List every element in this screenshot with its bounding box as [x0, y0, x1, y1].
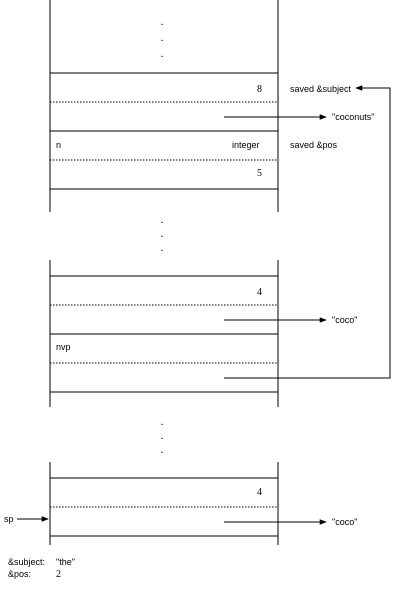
ellipsis-dot: . — [161, 48, 164, 60]
ellipsis-dot: . — [161, 32, 164, 44]
frame-2: . . . 4 "coco" nvp — [49, 85, 391, 407]
var-n: n — [56, 140, 61, 150]
label-saved-subject: saved &subject — [290, 84, 352, 94]
value-8: 8 — [257, 84, 262, 95]
frame-3: . . . 4 sp "coco" — [4, 416, 357, 545]
subject-keyword-value: "the" — [56, 557, 75, 567]
ellipsis-dot: . — [161, 430, 164, 442]
ellipsis-dot: . — [161, 444, 164, 456]
string-coco: "coco" — [332, 517, 357, 527]
value-4: 4 — [257, 487, 262, 498]
keyword-values: &subject: "the" &pos: 2 — [8, 557, 75, 580]
pos-keyword-label: &pos: — [8, 569, 31, 579]
frame-1: . . . 8 saved &subject "coconuts" n inte… — [49, 0, 374, 212]
ellipsis-dot: . — [161, 16, 164, 28]
ellipsis-dot: . — [161, 228, 164, 240]
value-4: 4 — [257, 287, 262, 298]
saved-subject-link-arrow — [224, 85, 391, 379]
pos-keyword-value: 2 — [56, 569, 61, 580]
label-saved-pos: saved &pos — [290, 140, 338, 150]
string-coco: "coco" — [332, 315, 357, 325]
subject-keyword-label: &subject: — [8, 557, 45, 567]
value-5: 5 — [257, 168, 262, 179]
var-nvp: nvp — [56, 342, 71, 352]
ellipsis-dot: . — [161, 242, 164, 254]
label-sp: sp — [4, 514, 14, 524]
ellipsis-dot: . — [161, 214, 164, 226]
type-integer: integer — [232, 140, 260, 150]
string-coconuts: "coconuts" — [332, 112, 374, 122]
ellipsis-dot: . — [161, 416, 164, 428]
